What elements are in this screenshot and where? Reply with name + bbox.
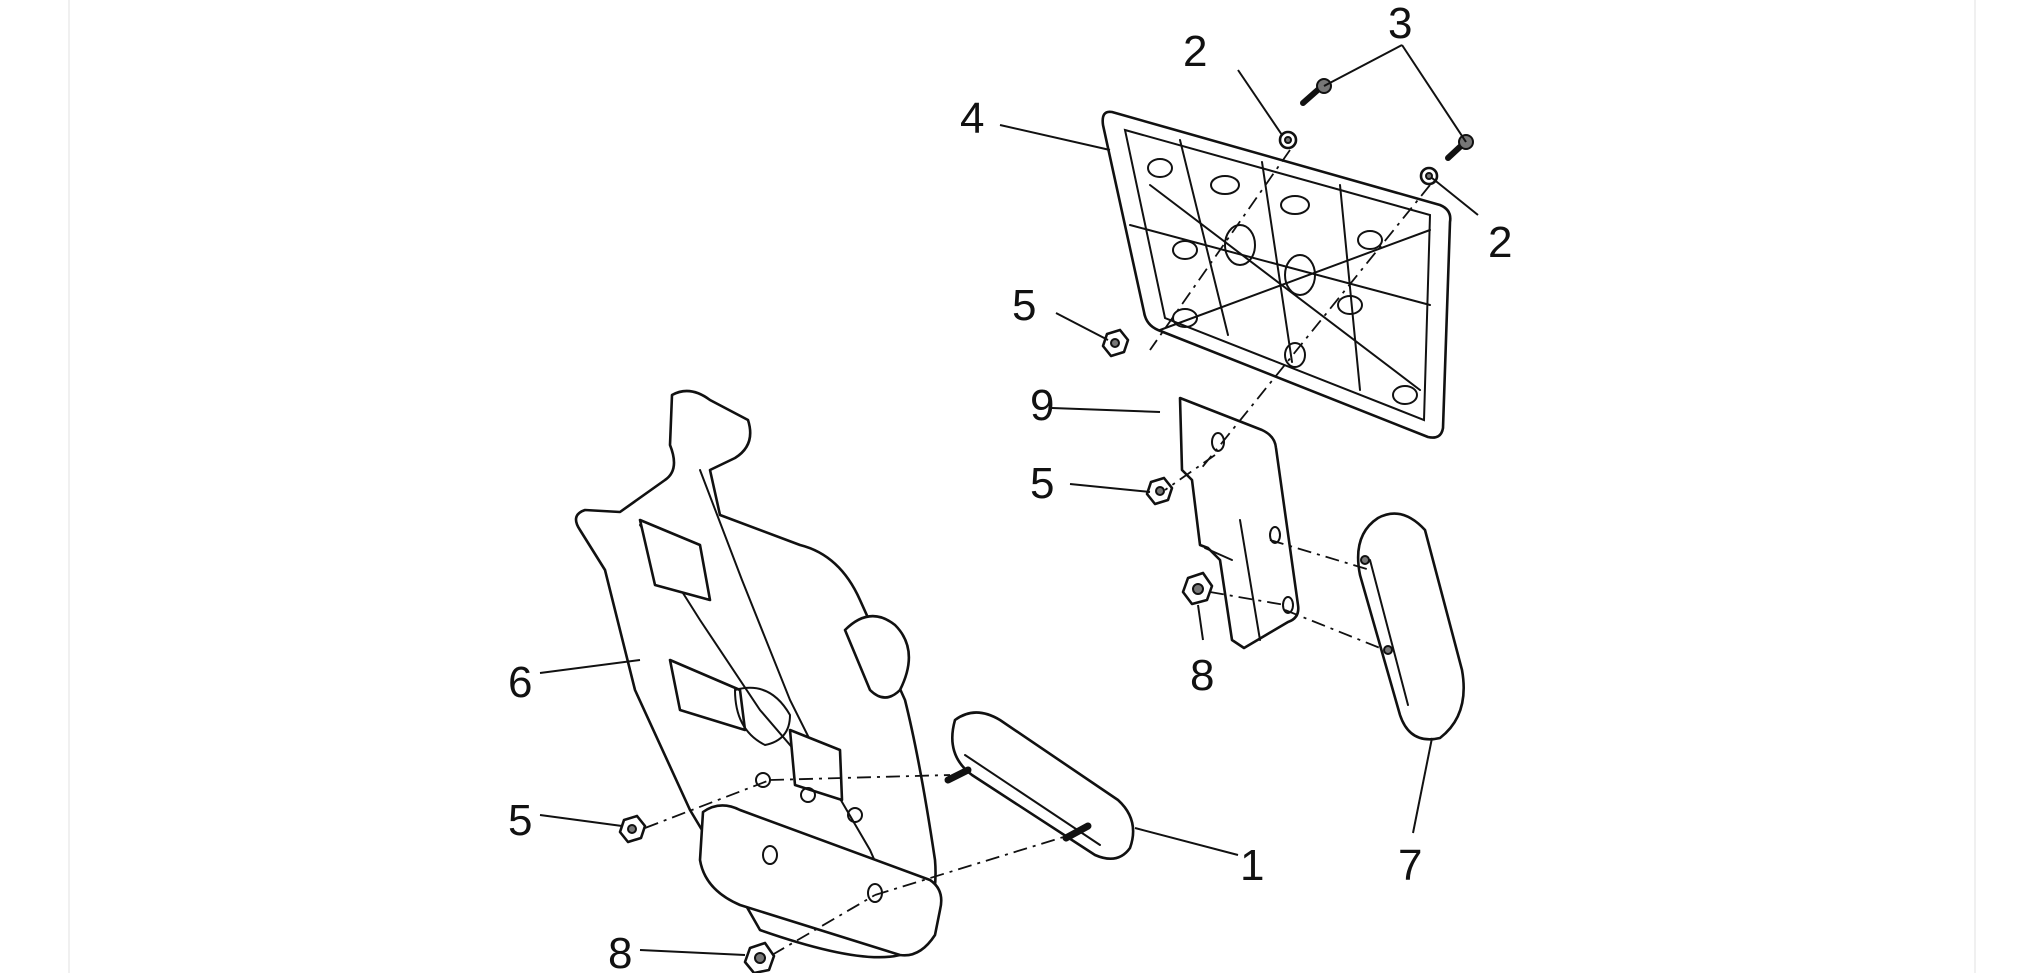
callout-numbers: 4 2 3 2 5 9 5 8 7 1 6 5 8	[508, 0, 1512, 973]
callout-8-right: 8	[1190, 651, 1214, 700]
part-8-nut-right	[1181, 571, 1214, 606]
callout-2-right: 2	[1488, 218, 1512, 267]
part-5-nut-top	[1101, 328, 1130, 358]
part-8-nut-bottom	[743, 941, 776, 973]
part-2-washer-right	[1419, 166, 1439, 186]
callout-5-top: 5	[1012, 281, 1036, 330]
part-6-holder	[574, 389, 943, 959]
part-5-nut-bottom	[618, 814, 647, 844]
part-5-nut-middle	[1145, 476, 1174, 506]
callout-1: 1	[1240, 841, 1264, 890]
right-margin-line	[1974, 0, 1976, 973]
part-9-bracket	[1178, 396, 1300, 650]
callout-9: 9	[1030, 381, 1054, 430]
part-3-screw-left	[1300, 78, 1332, 106]
callout-3: 3	[1388, 0, 1412, 48]
left-margin-line	[68, 0, 70, 973]
callout-2-upper: 2	[1183, 27, 1207, 76]
callout-5-middle: 5	[1030, 459, 1054, 508]
part-7-reflector-right	[1356, 512, 1465, 741]
leader-lines	[539, 44, 1479, 956]
callout-8-bottom: 8	[608, 929, 632, 973]
part-4-plate-frame	[1101, 110, 1452, 439]
part-1-reflector-left	[944, 711, 1135, 860]
callout-5-bottom: 5	[508, 796, 532, 845]
callout-4: 4	[960, 94, 984, 143]
assembly-center-lines	[644, 149, 1431, 956]
callout-7: 7	[1398, 841, 1422, 890]
part-2-washer-left	[1278, 130, 1298, 150]
part-3-screw-right	[1445, 134, 1474, 161]
callout-6: 6	[508, 658, 532, 707]
